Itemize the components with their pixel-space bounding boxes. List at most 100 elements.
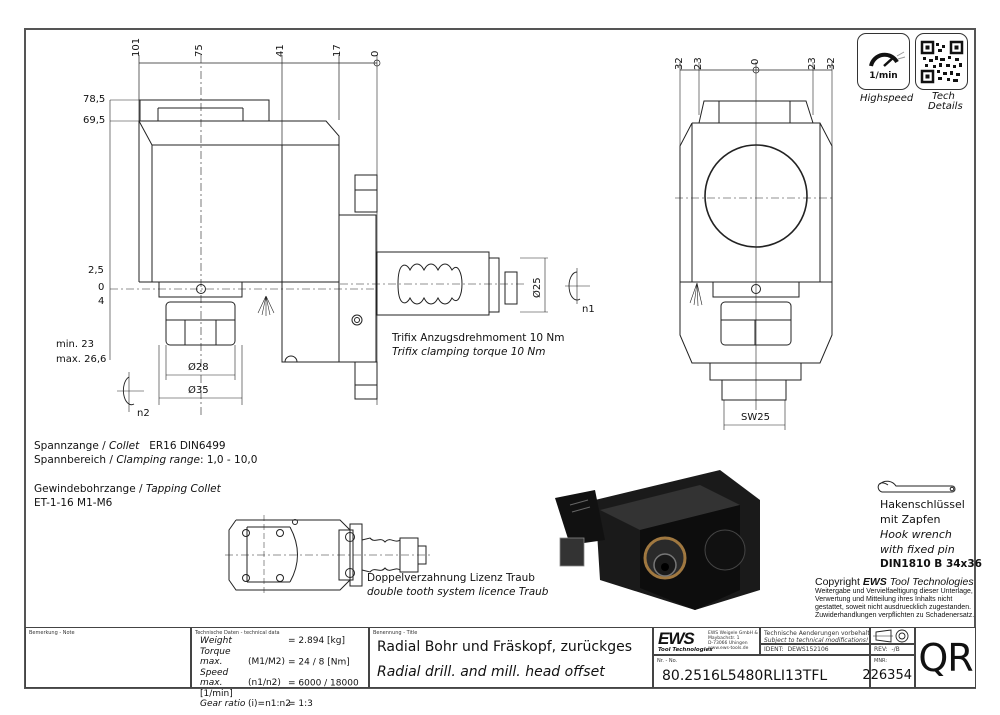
tech-row-name: Speed max. — [200, 667, 229, 689]
company-line-4: www.ews-tools.de — [708, 646, 749, 651]
dim-d35: Ø35 — [188, 385, 209, 396]
wrench-line-2: mit Zapfen — [880, 513, 941, 526]
dim-sw25: SW25 — [741, 412, 770, 423]
drawing-frame — [24, 28, 976, 689]
tech-caption-1: Tech — [932, 91, 955, 102]
product-3d-render — [555, 470, 760, 610]
part-number: 80.2516L5480RLI13TFL — [662, 668, 828, 684]
ews-logo-sub: Tool Technologies — [658, 647, 713, 653]
tech-row-value: = 24 / 8 [Nm] — [288, 657, 350, 667]
ident-value: DEWS152106 — [787, 646, 829, 653]
rev-label: REV: — [874, 646, 888, 653]
double-tooth-note-de: Doppelverzahnung Lizenz Traub — [367, 572, 535, 584]
tech-row-param: (i)=n1:n2 — [248, 699, 291, 709]
tech-row-torque: Torque max.(M1/M2)= 24 / 8 [Nm] — [200, 647, 368, 668]
tech-row-name: Weight — [200, 636, 232, 646]
dim-78-5: 78,5 — [83, 94, 106, 105]
wrench-line-5: DIN1810 B 34x36 — [880, 558, 982, 570]
mnr-label: MNR: — [874, 658, 888, 664]
top-view — [109, 55, 590, 415]
qr-code-icon — [920, 40, 964, 84]
title-de: Radial Bohr und Fräskopf, zurückges — [377, 639, 633, 655]
company-line-3: D-73066 Uhingen — [708, 641, 748, 646]
copyright-prefix: Copyright — [815, 576, 863, 588]
rev-text: REV: -/B — [874, 647, 900, 653]
part-number-cell: Nr. - No. 80.2516L5480RLI13TFL — [653, 655, 870, 688]
tech-row-speed: Speed max.(n1/n2)= 6000 / 18000 [1/min] — [200, 668, 368, 700]
dim-d28: Ø28 — [188, 362, 209, 373]
company-line-2: Maybachstr. 1 — [708, 636, 740, 641]
highspeed-caption: Highspeed — [860, 93, 914, 104]
ident-cell: IDENT: DEWS152106 — [760, 644, 870, 655]
dim-0: 0 — [370, 50, 381, 57]
copyright-line-2: Verwertung und Mitteilung ihres Inhalts … — [815, 596, 953, 603]
company-line-1: EWS Weigele GmbH & Co. KG — [708, 631, 775, 636]
mnr-value: 226354 — [862, 668, 912, 683]
wrench-line-4: with fixed pin — [880, 543, 955, 556]
tech-data-table: Weight = 2.894 [kg] Torque max.(M1/M2)= 2… — [200, 636, 368, 710]
tech-row-gear: Gear ratio(i)=n1:n2= 1:3 — [200, 699, 368, 710]
nr-label: Nr. - No. — [657, 658, 678, 664]
dim-41: 41 — [275, 44, 286, 57]
dim-front-0: 0 — [750, 58, 761, 65]
rev-value: -/B — [891, 646, 900, 653]
dim-2-5: 2,5 — [88, 265, 104, 276]
dim-max-26-6: max. 26,6 — [56, 354, 107, 365]
spec-collet: Spannzange / Collet ER16 DIN6499 — [34, 440, 226, 453]
dim-front-32-right: 32 — [826, 57, 837, 70]
changes-en: Subject to technical modifications! — [764, 637, 869, 644]
dim-69-5: 69,5 — [83, 115, 106, 126]
copyright-heading: Copyright EWS Tool Technologies — [815, 576, 974, 589]
highspeed-badge[interactable]: 1/min — [857, 33, 910, 90]
wrench-line-1: Hakenschlüssel — [880, 498, 965, 511]
speedometer-icon — [869, 51, 906, 67]
spec-tap-value: ET-1-16 M1-M6 — [34, 497, 113, 509]
copyright-suffix: Tool Technologies — [886, 576, 974, 588]
tech-row-name: Gear ratio — [200, 699, 246, 709]
tech-row-value: = 2.894 [kg] — [288, 636, 345, 646]
spec-tap-en: Tapping Collet — [145, 483, 221, 495]
dim-4: 4 — [98, 296, 105, 307]
trifix-en: Trifix clamping torque 10 Nm — [392, 346, 546, 358]
dim-front-23-right: 23 — [807, 57, 818, 70]
copyright-line-3: gestattet, soweit nicht ausdruecklich zu… — [815, 604, 972, 611]
tech-details-qr-badge[interactable] — [915, 33, 968, 90]
dim-17: 17 — [332, 44, 343, 57]
tech-row-param: (n1/n2) — [248, 678, 281, 688]
highspeed-unit: 1/min — [869, 71, 898, 81]
dim-101: 101 — [131, 37, 142, 57]
spec-range-de: Spannbereich / — [34, 454, 117, 466]
dim-75: 75 — [194, 44, 205, 57]
tech-data-cell: Technische Daten - technical data Weight… — [191, 627, 369, 709]
spec-collet-de: Spannzange / — [34, 440, 110, 452]
spec-range-en: Clamping range — [116, 454, 200, 466]
changes-de: Technische Aenderungen vorbehalten! — [764, 630, 880, 637]
spec-collet-value: ER16 DIN6499 — [149, 440, 226, 452]
ident-text: IDENT: DEWS152106 — [764, 647, 829, 653]
dim-d25: Ø25 — [532, 277, 543, 298]
note-label: Bemerkung - Note — [29, 630, 75, 636]
spec-range: Spannbereich / Clamping range: 1,0 - 10,… — [34, 454, 257, 467]
dim-min-23: min. 23 — [56, 339, 94, 350]
company-cell: EWS Tool Technologies EWS Weigele GmbH &… — [653, 627, 774, 655]
trifix-de: Trifix Anzugsdrehmoment 10 Nm — [392, 332, 565, 344]
copyright-line-4: Zuwiderhandlungen verpflichten zu Schade… — [815, 612, 975, 619]
title-cell: Benennung - Title Radial Bohr und Fräsko… — [369, 627, 653, 688]
label-n2: n2 — [137, 408, 150, 419]
ews-logo: EWS — [658, 629, 695, 648]
spec-tap-de: Gewindebohrzange / — [34, 483, 146, 495]
tech-data-label: Technische Daten - technical data — [195, 630, 280, 636]
spec-collet-en: Collet — [109, 440, 140, 452]
tech-row-name: Torque max. — [200, 646, 231, 668]
title-label: Benennung - Title — [373, 630, 418, 636]
tech-row-value: = 1:3 — [288, 699, 313, 709]
tech-row-weight: Weight = 2.894 [kg] — [200, 636, 368, 647]
dim-0-y: 0 — [98, 282, 105, 293]
spec-range-value: : 1,0 - 10,0 — [200, 454, 258, 466]
copyright-brand: EWS — [862, 576, 887, 588]
dim-front-32-left: 32 — [674, 57, 685, 70]
note-cell: Bemerkung - Note — [25, 627, 191, 688]
wrench-line-3: Hook wrench — [880, 528, 952, 541]
qr-label-cell: QR — [915, 627, 976, 688]
hook-wrench-drawing — [877, 480, 956, 493]
